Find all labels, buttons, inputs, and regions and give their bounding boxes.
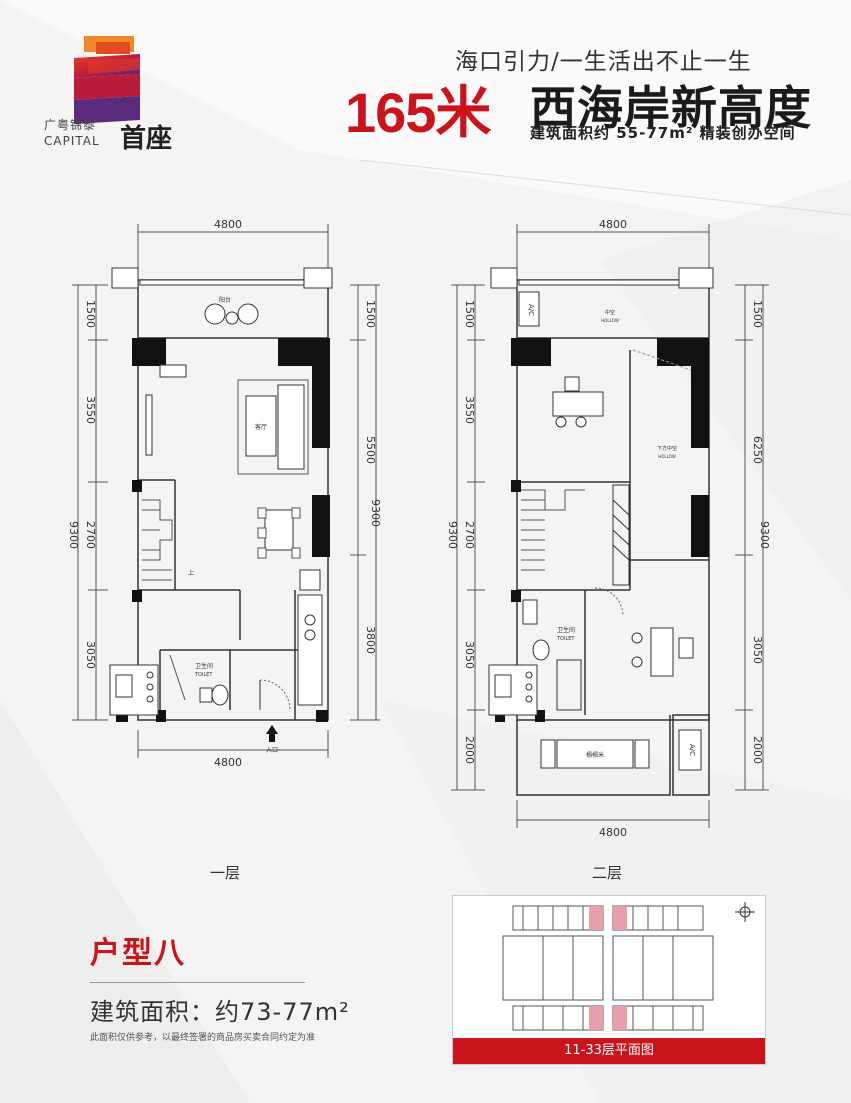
floor2-void-mid-label: 下方中空	[657, 445, 677, 452]
floor2-ac-bottom-label: A/C	[688, 744, 696, 756]
headline-title: 西海岸新高度	[530, 81, 812, 135]
floor1-toilet-label: TOILET	[194, 672, 213, 678]
floor2-dim-left-total: 9300	[446, 521, 459, 549]
floor2-dim-left-2: 3550	[463, 396, 476, 424]
floor2-dim-right-3: 3050	[751, 636, 764, 664]
brand-name-cn: 广粤锦泰	[44, 118, 97, 132]
floor1-bathroom-label: 卫生间	[195, 662, 213, 670]
compass-icon	[735, 902, 755, 922]
floor1-dim-left-1: 1500	[84, 300, 97, 328]
floor2-bathroom-label: 卫生间	[557, 626, 575, 634]
floor2-lounge-label: 榻榻米	[586, 751, 604, 759]
floor2-dim-left-1: 1500	[463, 300, 476, 328]
area-disclaimer: 此面积仅供参考，以最终签署的商品房买卖合同约定为准	[90, 1033, 316, 1043]
floor2-void-mid-en: HOLLOW	[658, 454, 676, 459]
floor2-dim-right-total: 9300	[758, 521, 771, 549]
floor1-dim-right-total: 9300	[369, 499, 380, 527]
slogan: 海口引力/一生活出不止一生	[455, 49, 752, 75]
unit-area: 建筑面积：约73-77m²	[90, 998, 350, 1026]
floor2-plan: 4800 1500 3550 2700 9300 3050 2000	[446, 218, 771, 839]
brand-logo	[74, 36, 140, 124]
floor2-dim-left-5: 2000	[463, 736, 476, 764]
floor2-dim-right-4: 2000	[751, 736, 764, 764]
floor1-dim-right	[350, 284, 380, 721]
floor1-balcony-label: 阳台	[219, 296, 231, 304]
floor2-dim-right-1: 1500	[751, 300, 764, 328]
floor2-dim-bottom: 4800	[516, 800, 710, 839]
floor1-entrance-label: 入口	[266, 747, 278, 754]
floor1-dim-right-2: 5500	[364, 436, 377, 464]
floor1-dim-bottom: 4800	[137, 730, 329, 769]
unit-divider	[90, 982, 305, 983]
floor1-dim-right-3: 3800	[364, 626, 377, 654]
floor2-dim-top: 4800	[516, 218, 710, 270]
headline-height: 165米	[345, 81, 491, 144]
key-plan-caption: 11-33层平面图	[453, 1038, 765, 1064]
floor2-void-top-en: HOLLOW	[601, 318, 619, 323]
floor1-dim-left	[72, 284, 108, 721]
entrance-arrow-icon	[266, 725, 278, 742]
floor1-plan: 4800 1500 3550 2700 9300 3050 1500 5500 …	[67, 218, 380, 769]
floor1-living-label: 客厅	[255, 423, 267, 431]
floor2-dim-left-4: 3050	[463, 641, 476, 669]
floor1-dim-top-label: 4800	[214, 218, 242, 231]
floor1-dim-bottom-label: 4800	[214, 756, 242, 769]
brand-name-en: CAPITAL	[44, 134, 100, 148]
floor2-dim-right-2: 6250	[751, 436, 764, 464]
key-plan: 11-33层平面图	[452, 895, 766, 1065]
floor2-label: 二层	[592, 864, 623, 882]
floor1-dim-left-3: 2700	[84, 521, 97, 549]
floor2-dim-left-3: 2700	[463, 521, 476, 549]
floor1-dim-left-2: 3550	[84, 396, 97, 424]
floor2-dim-bottom-label: 4800	[599, 826, 627, 839]
headline-subline: 建筑面积约 55-77m² 精装创办空间	[530, 124, 796, 142]
floor1-label: 一层	[210, 864, 241, 882]
floor2-dim-left	[451, 284, 485, 791]
floor2-dim-top-label: 4800	[599, 218, 627, 231]
floor2-toilet-label: TOILET	[556, 636, 575, 642]
key-plan-drawing	[502, 902, 755, 1031]
unit-type-title: 户型八	[90, 936, 186, 971]
floor2-void-top-label: 中空	[605, 309, 615, 316]
floor1-dim-left-total: 9300	[67, 521, 80, 549]
floor1-dim-left-4: 3050	[84, 641, 97, 669]
floor1-dim-right-1: 1500	[364, 300, 377, 328]
floor1-stair-up-label: 上	[188, 569, 194, 577]
floor2-dim-right	[735, 284, 769, 791]
floor1-dim-top: 4800	[137, 218, 329, 270]
floor2-ac-top-label: A/C	[527, 304, 535, 316]
brand-project-name: 首座	[120, 124, 173, 154]
